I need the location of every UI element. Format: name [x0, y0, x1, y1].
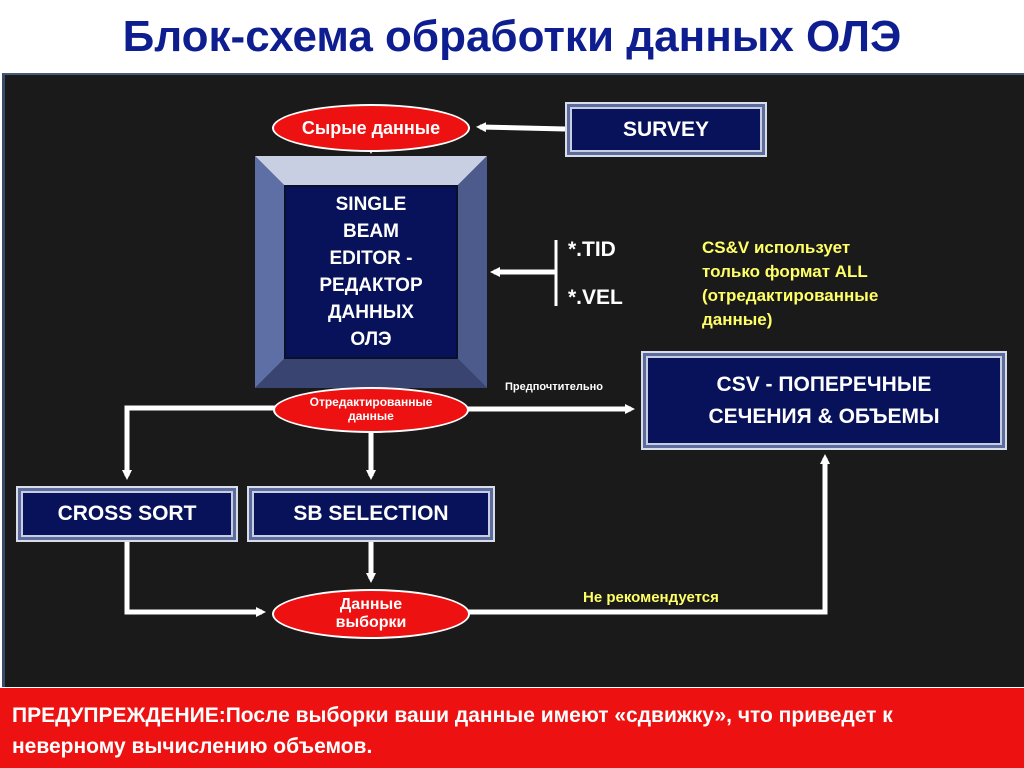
raw-data-node: Сырые данные [272, 104, 470, 152]
arrow-edited-to-crosssort [122, 405, 275, 480]
page-title: Блок-схема обработки данных ОЛЭ [122, 12, 902, 61]
format-vel: *.VEL [568, 286, 623, 309]
edge-label-not-recommended: Не рекомендуется [583, 589, 719, 606]
edge-label-preferred: Предпочтительно [505, 381, 603, 393]
format-tid: *.TID [568, 238, 616, 261]
sb-selection-node: SB SELECTION [247, 486, 495, 542]
csv-node: CSV - ПОПЕРЕЧНЫЕ СЕЧЕНИЯ & ОБЪЕМЫ [641, 351, 1007, 450]
single-beam-editor-node: SINGLE BEAM EDITOR - РЕДАКТОР ДАННЫХ ОЛЭ [284, 185, 458, 359]
edited-data-node: Отредактированные данные [273, 387, 469, 433]
sample-data-node: Данные выборки [272, 589, 470, 639]
arrow-survey-to-raw [476, 122, 566, 133]
csv-format-note: CS&V использует только формат ALL (отред… [702, 238, 879, 329]
warning-banner: ПРЕДУПРЕЖДЕНИЕ:После выборки ваши данные… [0, 688, 1024, 768]
arrow-sample-to-csv [467, 454, 830, 615]
cross-sort-node: CROSS SORT [16, 486, 238, 542]
survey-node: SURVEY [565, 102, 767, 157]
editor-bevel-frame [255, 156, 487, 388]
arrow-crosssort-to-sample [124, 542, 266, 617]
